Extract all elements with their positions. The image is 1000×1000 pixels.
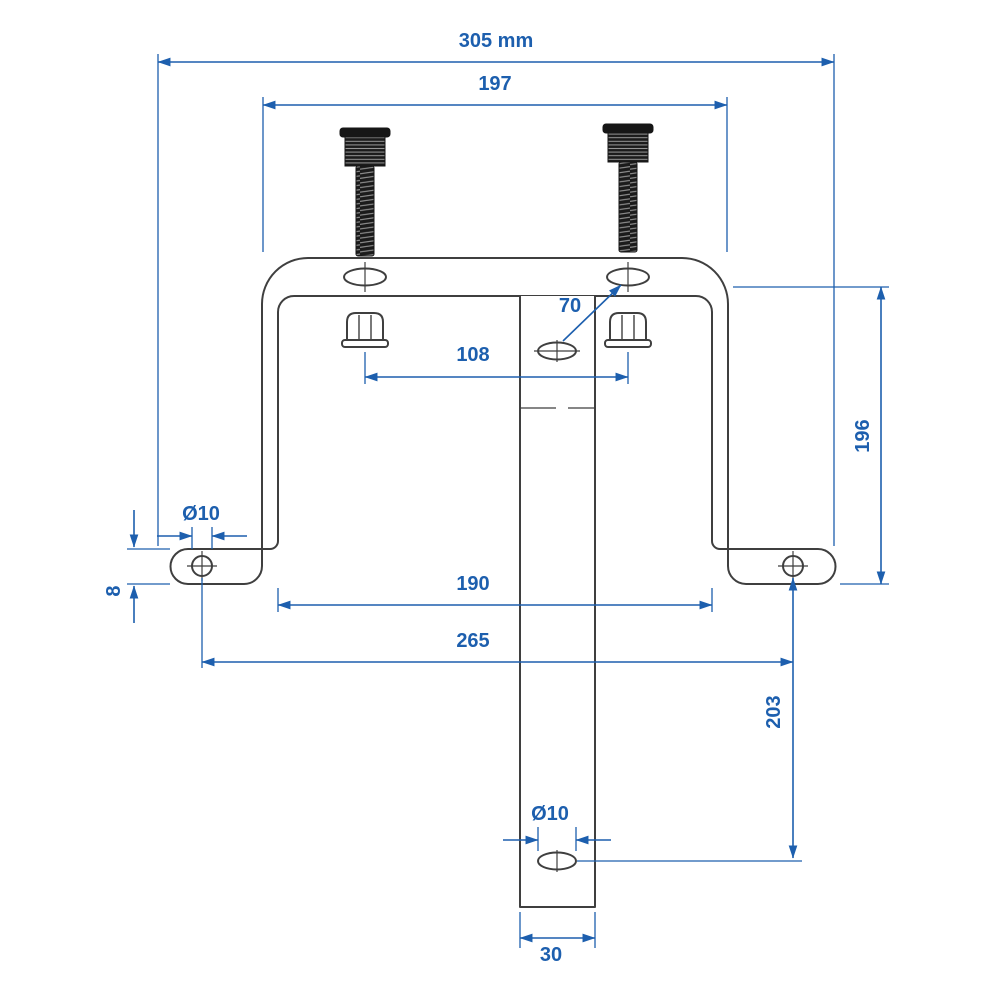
- dim-lower-hole-distance: 203: [577, 577, 802, 862]
- dim-flange-hole-diameter: Ø10: [157, 503, 247, 549]
- dim-label-overall-width: 305 mm: [459, 30, 534, 52]
- nut-right: [604, 312, 652, 348]
- dim-label-lower-hole-distance: 203: [763, 695, 785, 728]
- bolt-shank: [355, 165, 375, 257]
- dim-stud-spacing: 108: [364, 344, 629, 384]
- dim-label-strip-width: 30: [540, 944, 562, 966]
- dim-inner-width: 190: [277, 573, 713, 612]
- bolt-head-cap: [602, 123, 654, 134]
- nut-left: [341, 312, 389, 348]
- bolt-left: [339, 127, 391, 257]
- bolt-head-cap: [339, 127, 391, 138]
- dim-label-flange-thickness: 8: [103, 585, 125, 596]
- leader-line: [562, 284, 622, 342]
- dim-label-stud-spacing: 108: [456, 344, 489, 366]
- dim-overall-height: 196: [733, 286, 889, 585]
- dim-label-flange-hole-diameter: Ø10: [182, 503, 220, 525]
- bolt-right: [602, 123, 654, 253]
- dim-label-overall-height: 196: [852, 419, 874, 452]
- dim-label-top-plate-width: 197: [478, 73, 511, 95]
- dim-label-lower-hole-diameter: Ø10: [531, 803, 569, 825]
- dim-label-hole-offset: 70: [559, 295, 581, 317]
- bracket-outline: [169, 257, 837, 585]
- bolt-head-knurl: [607, 132, 649, 163]
- bracket-body: [169, 257, 837, 908]
- dim-flange-hole-spacing: 265: [201, 578, 794, 668]
- dim-top-plate-width: 197: [262, 73, 728, 252]
- dim-flange-thickness: 8: [103, 510, 170, 623]
- dim-overall-width: 305 mm: [157, 30, 835, 546]
- bolt-shank: [618, 161, 638, 253]
- dim-strip-width: 30: [519, 912, 596, 966]
- center-marks: [187, 262, 808, 872]
- bolt-head-knurl: [344, 136, 386, 167]
- dim-hole-offset: 70: [559, 284, 622, 342]
- dim-label-flange-hole-spacing: 265: [456, 630, 489, 652]
- dim-lower-hole-diameter: Ø10: [503, 803, 611, 851]
- dim-label-inner-width: 190: [456, 573, 489, 595]
